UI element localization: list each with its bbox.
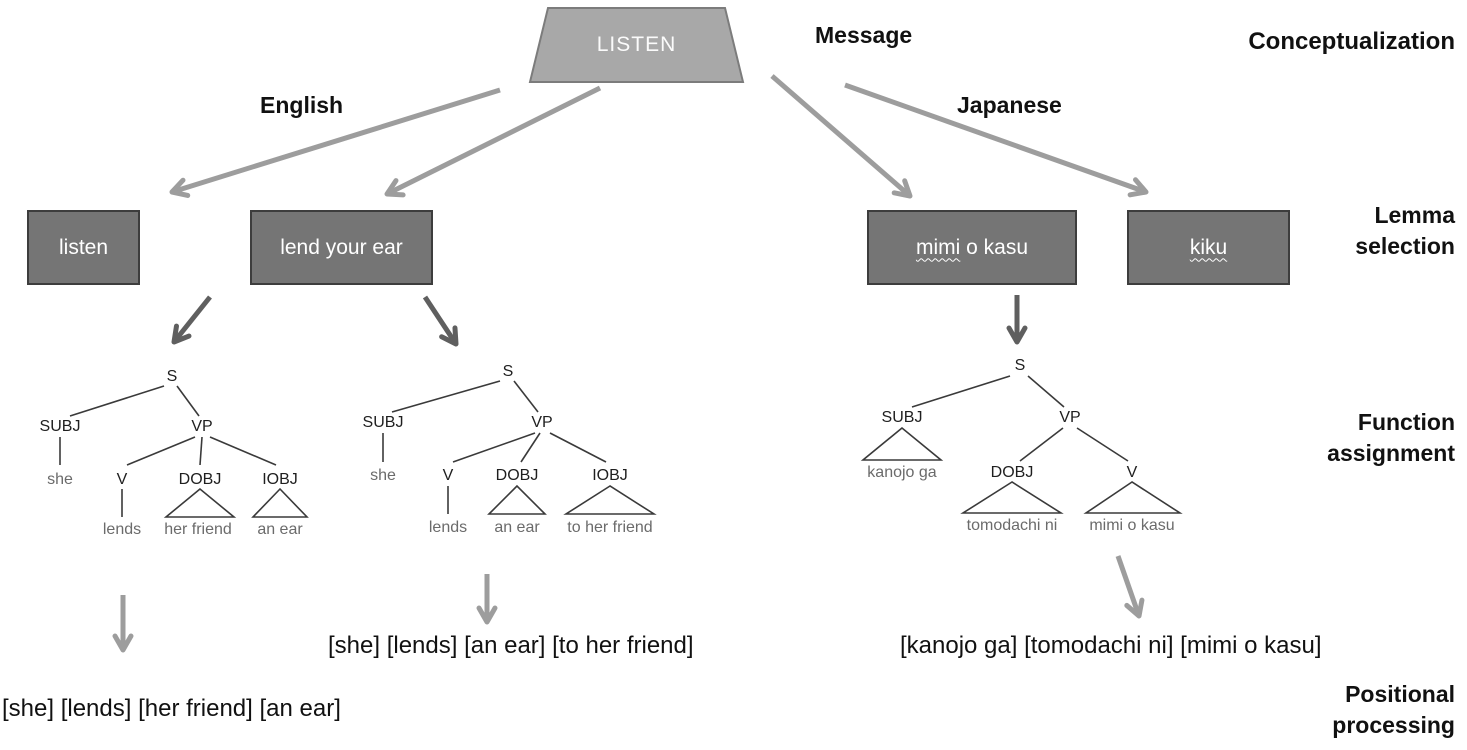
- constituent-triangle: [563, 485, 657, 515]
- tree1-word-dobj: her friend: [164, 521, 232, 538]
- tree-english-full-lines: [59, 385, 309, 518]
- lemma-box-mimi-o-kasu: mimi o kasu: [867, 210, 1077, 285]
- constituent-triangle: [960, 481, 1064, 514]
- output-english-idiom: [she] [lends] [an ear] [to her friend]: [328, 632, 694, 659]
- tree2-word-v: lends: [428, 519, 468, 536]
- tree2-word-iobj: to her friend: [567, 519, 653, 536]
- constituent-triangle: [163, 487, 237, 518]
- tree1-word-v: lends: [102, 521, 142, 538]
- function-assignment-label: Function assignment: [1327, 409, 1455, 467]
- concept-label: LISTEN: [596, 33, 677, 56]
- tree1-word-subj: she: [47, 471, 73, 488]
- tree3-node-s: S: [1014, 357, 1026, 374]
- lemma-box-kiku-wavy: kiku: [1189, 235, 1228, 259]
- tree1-node-iobj: IOBJ: [262, 471, 298, 488]
- tree-english-idiom-lines: [382, 380, 657, 515]
- tree2-node-dobj: DOBJ: [495, 467, 539, 484]
- arrow-message-to-mimi-o-kasu: [770, 74, 913, 199]
- tree3-node-subj: SUBJ: [881, 409, 923, 426]
- tree1-node-dobj: DOBJ: [178, 471, 222, 488]
- japanese-label: Japanese: [957, 92, 1062, 118]
- lemma-box-lend-your-ear: lend your ear: [250, 210, 433, 285]
- lemma-box-listen-label: listen: [58, 235, 109, 259]
- tree2-node-subj: SUBJ: [362, 414, 404, 431]
- lemma-box-mimi-o-kasu-rest: o kasu: [960, 235, 1029, 259]
- positional-processing-label: Positional processing: [1332, 681, 1455, 739]
- lemma-box-kiku: kiku: [1127, 210, 1290, 285]
- tree-japanese-lines: [860, 375, 1183, 514]
- lemma-selection-label: Lemma selection: [1355, 202, 1455, 260]
- tree2-node-iobj: IOBJ: [592, 467, 628, 484]
- tree3-word-subj: kanojo ga: [867, 464, 937, 481]
- english-label: English: [260, 92, 344, 118]
- tree1-node-v: V: [116, 471, 128, 488]
- tree2-word-subj: she: [370, 467, 396, 484]
- lemma-box-mimi-o-kasu-wavy: mimi: [915, 235, 961, 259]
- tree3-node-v: V: [1126, 464, 1138, 481]
- output-japanese: [kanojo ga] [tomodachi ni] [mimi o kasu]: [900, 632, 1322, 659]
- tree2-node-vp: VP: [531, 414, 553, 431]
- message-trapezoid: [528, 7, 745, 83]
- tree1-node-s: S: [166, 368, 178, 385]
- tree3-word-dobj: tomodachi ni: [966, 517, 1058, 534]
- arrow-message-to-listen: [169, 87, 501, 198]
- constituent-triangle: [860, 426, 944, 461]
- constituent-triangle: [487, 484, 547, 515]
- arrow-lemma-to-tree-english-2: [422, 295, 459, 347]
- lemma-box-listen: listen: [27, 210, 140, 285]
- tree1-node-vp: VP: [191, 418, 213, 435]
- tree3-node-dobj: DOBJ: [990, 464, 1034, 481]
- constituent-triangle: [1083, 481, 1183, 514]
- constituent-triangle: [251, 487, 309, 518]
- tree2-node-s: S: [502, 363, 514, 380]
- tree1-node-subj: SUBJ: [39, 418, 81, 435]
- arrow-tree-to-output-japanese: [1115, 555, 1145, 619]
- tree2-word-dobj: an ear: [494, 519, 540, 536]
- lemma-box-lend-your-ear-label: lend your ear: [280, 235, 403, 259]
- conceptualization-label: Conceptualization: [1248, 28, 1455, 55]
- arrow-message-to-lend-your-ear: [384, 85, 602, 198]
- message-label: Message: [815, 22, 913, 48]
- tree3-node-vp: VP: [1059, 409, 1081, 426]
- arrow-lemma-to-tree-english-1: [171, 295, 212, 345]
- tree1-word-iobj: an ear: [257, 521, 303, 538]
- tree3-word-v: mimi o kasu: [1089, 517, 1175, 534]
- output-english-full: [she] [lends] [her friend] [an ear]: [2, 695, 341, 722]
- tree2-node-v: V: [442, 467, 454, 484]
- arrow-message-to-kiku: [844, 82, 1149, 198]
